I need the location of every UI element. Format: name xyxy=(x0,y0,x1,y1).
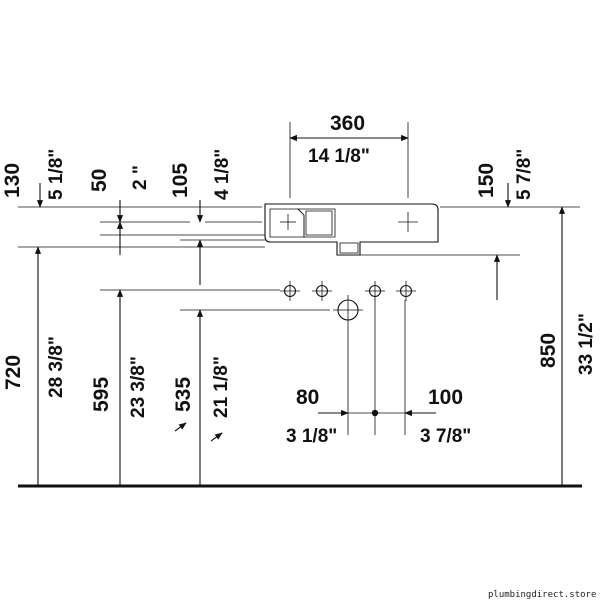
dim-150-in: 5 7/8" xyxy=(514,149,535,200)
dim-720-in: 28 3/8" xyxy=(46,336,67,398)
dim-130-in: 5 1/8" xyxy=(46,149,67,200)
dim-100-mm: 100 xyxy=(428,386,463,409)
dim-850-mm: 850 xyxy=(537,333,560,368)
dim-595-mm: 595 xyxy=(90,377,113,412)
watermark-text: plumbingdirect.store xyxy=(488,590,596,600)
dim-850-in: 33 1/2" xyxy=(576,313,597,375)
dim-130-mm: 130 xyxy=(1,163,24,198)
dim-100-in: 3 7/8" xyxy=(420,426,471,447)
dim-360-in: 14 1/8" xyxy=(308,146,370,167)
basin-outline xyxy=(264,203,439,256)
dim-50-mm: 50 xyxy=(88,169,111,192)
supply-valves xyxy=(280,281,416,301)
reference-lines xyxy=(18,206,580,311)
pointer-arrows xyxy=(174,422,223,442)
dim-720-mm: 720 xyxy=(2,355,25,390)
offset-dimension xyxy=(318,409,436,417)
dim-80-mm: 80 xyxy=(296,386,319,409)
drain xyxy=(333,295,406,435)
dim-50-in: 2 " xyxy=(130,165,151,190)
dim-595-in: 23 3/8" xyxy=(128,356,149,418)
top-dimension-arrows xyxy=(36,183,512,223)
dim-150-mm: 150 xyxy=(475,163,498,198)
dim-105-mm: 105 xyxy=(169,163,192,198)
dim-105-in: 4 1/8" xyxy=(212,149,233,200)
width-dimension xyxy=(289,122,409,198)
dim-80-in: 3 1/8" xyxy=(286,426,337,447)
height-dimension-lines xyxy=(34,206,566,486)
dim-535-mm: 535 xyxy=(172,377,195,412)
dim-535-in: 21 1/8" xyxy=(211,356,232,418)
dim-360-mm: 360 xyxy=(330,112,365,135)
